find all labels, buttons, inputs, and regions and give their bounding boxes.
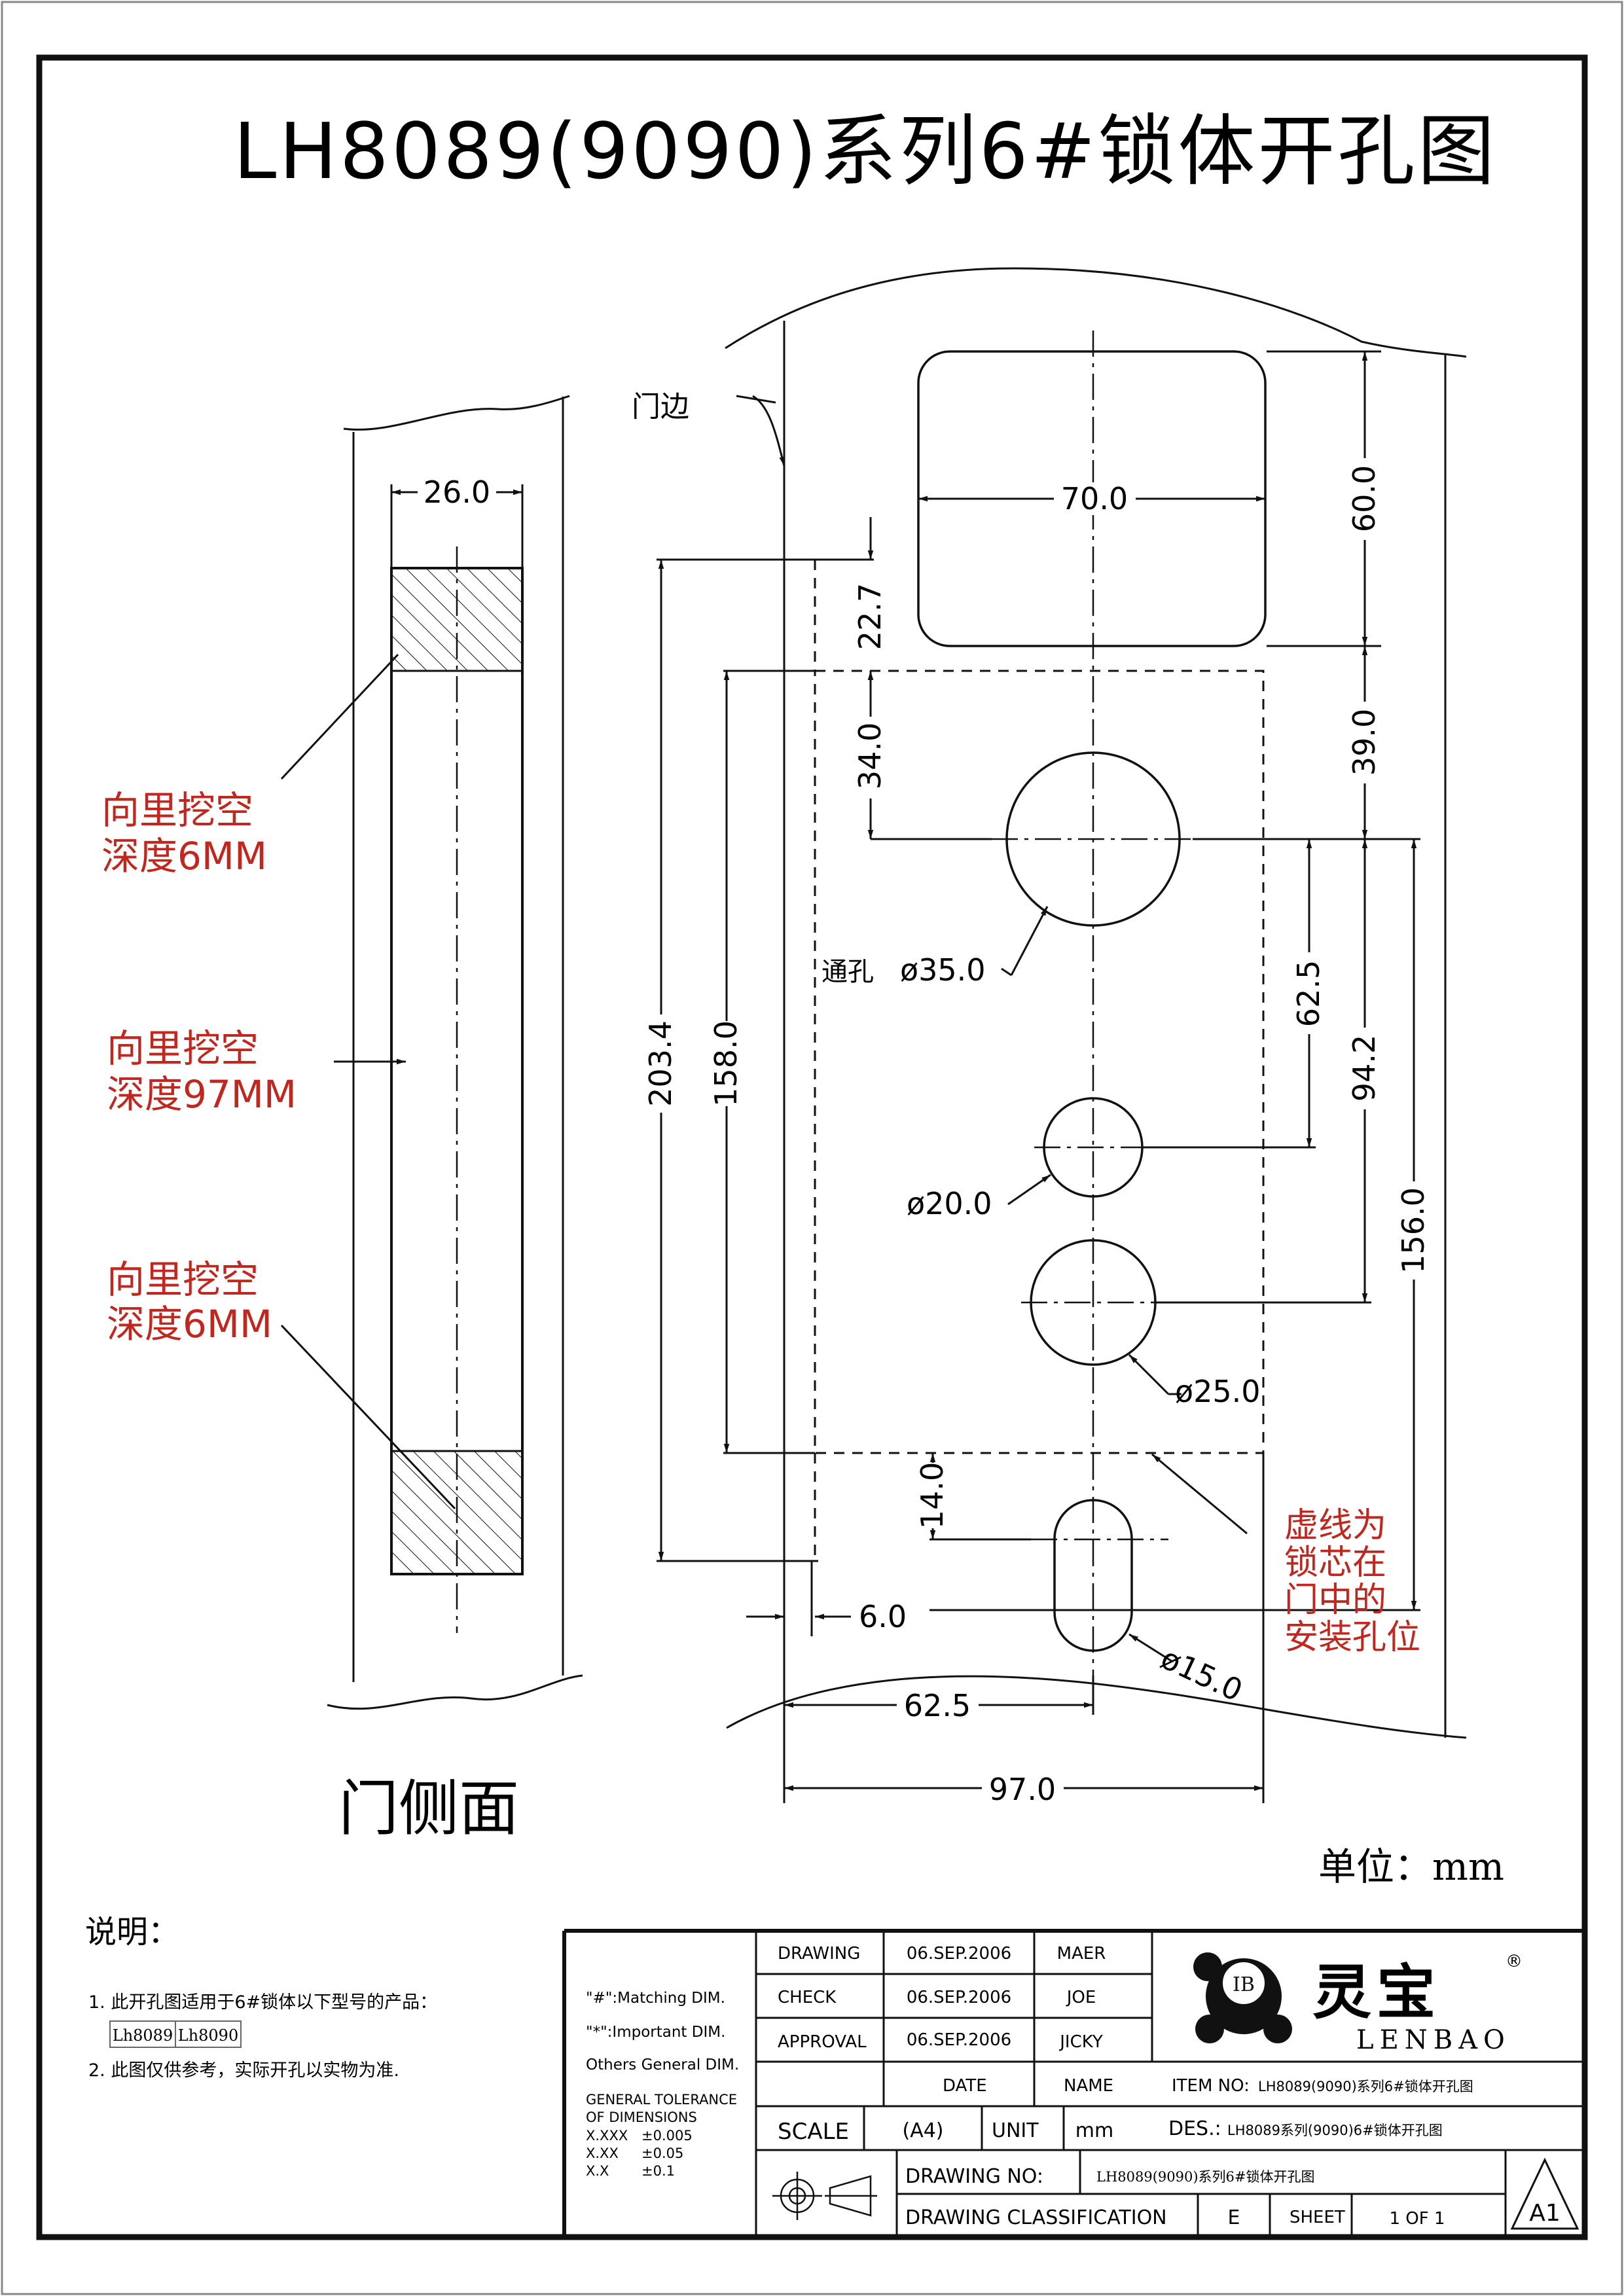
row-approval-date: 06.SEP.2006	[907, 2030, 1011, 2050]
notes-heading: 说明：	[85, 1914, 179, 1950]
dim-97: 97.0	[989, 1772, 1056, 1807]
drawing-no-label: DRAWING NO:	[905, 2165, 1043, 2188]
side-note-3-line2: 深度6MM	[107, 1302, 272, 1346]
dim-rect-width: 70.0	[1061, 481, 1128, 516]
logo-initials: IB	[1233, 1973, 1255, 1996]
dim-hole-25: ø25.0	[1175, 1374, 1261, 1409]
row-check-date: 06.SEP.2006	[907, 1988, 1011, 2007]
projection-symbol-icon	[772, 2172, 877, 2220]
dim-hole-35: ø35.0	[900, 952, 986, 988]
dim-rect-height: 60.0	[1346, 465, 1382, 532]
row-approval-label: APPROVAL	[778, 2032, 867, 2052]
dim-34: 34.0	[852, 723, 888, 789]
title-block	[562, 1929, 1585, 2237]
des-label: DES.:	[1168, 2117, 1221, 2140]
model-2: Lh8090	[178, 2026, 238, 2045]
side-width-dim: 26.0	[424, 475, 490, 510]
model-1: Lh8089	[113, 2026, 173, 2045]
name-header: NAME	[1064, 2076, 1113, 2096]
scale-label: SCALE	[778, 2119, 849, 2145]
frame-border	[36, 54, 1588, 2240]
notes-item-1: 1. 此开孔图适用于6#锁体以下型号的产品：	[88, 1992, 437, 2013]
size-code: A1	[1529, 2200, 1561, 2227]
row-check-name: JOE	[1066, 1988, 1096, 2007]
legend-important: "*":Important DIM.	[586, 2024, 725, 2041]
classification-value: E	[1228, 2206, 1240, 2229]
units-label: 单位：mm	[1318, 1844, 1504, 1889]
drawing-no-value: LH8089(9090)系列6#锁体开孔图	[1096, 2169, 1315, 2185]
dashed-note-3: 门中的	[1284, 1581, 1386, 1620]
dashed-note-1: 虚线为	[1284, 1506, 1386, 1545]
page-title: LH8089(9090)系列6#锁体开孔图	[233, 106, 1497, 196]
size-triangle-icon	[1510, 2157, 1579, 2230]
dim-22-7: 22.7	[852, 583, 888, 650]
dim-94-2: 94.2	[1346, 1035, 1382, 1102]
des-value: LH8089系列(9090)6#锁体开孔图	[1227, 2123, 1443, 2138]
edge-label: 门边	[632, 390, 689, 423]
dim-203-4: 203.4	[643, 1020, 678, 1107]
side-view-label: 门侧面	[338, 1774, 519, 1844]
tol-key-1: X.XXX	[586, 2128, 628, 2144]
item-no-label: ITEM NO:	[1172, 2076, 1250, 2096]
dim-62-5-h: 62.5	[904, 1688, 971, 1723]
unit-label: UNIT	[992, 2119, 1039, 2142]
dashed-note-2: 锁芯在	[1284, 1543, 1386, 1583]
logo: IB	[1193, 1952, 1292, 2043]
side-note-2-line1: 向里挖空	[107, 1026, 259, 1071]
sheet-label: SHEET	[1290, 2208, 1345, 2227]
dashed-note-4: 安装孔位	[1284, 1618, 1420, 1657]
hole-label-prefix: 通孔	[821, 957, 874, 987]
row-drawing-date: 06.SEP.2006	[907, 1944, 1011, 1964]
row-drawing-label: DRAWING	[778, 1944, 860, 1964]
model-box-2	[175, 2020, 242, 2048]
row-approval-name: JICKY	[1058, 2032, 1103, 2052]
tol-key-2: X.XX	[586, 2145, 619, 2161]
tol-val-2: ±0.05	[641, 2145, 683, 2161]
date-header: DATE	[943, 2076, 987, 2096]
notes-item-2: 2. 此图仅供参考，实际开孔以实物为准.	[88, 2060, 399, 2081]
brand-registered: ®	[1506, 1952, 1523, 1971]
scale-value: (A4)	[902, 2119, 943, 2142]
dim-hole-20: ø20.0	[907, 1186, 992, 1221]
legend-general: Others General DIM.	[586, 2056, 739, 2073]
side-view	[280, 395, 583, 1710]
slot-15	[1053, 1499, 1133, 1652]
row-drawing-name: MAER	[1057, 1944, 1106, 1964]
dim-156: 156.0	[1396, 1187, 1431, 1274]
dim-39: 39.0	[1346, 709, 1382, 776]
tol-key-3: X.X	[586, 2163, 609, 2179]
legend-matching: "#":Matching DIM.	[586, 1990, 725, 2007]
dim-14: 14.0	[914, 1462, 950, 1529]
item-no-value: LH8089(9090)系列6#锁体开孔图	[1258, 2079, 1473, 2094]
side-note-1-line1: 向里挖空	[101, 788, 253, 833]
side-note-3-line1: 向里挖空	[107, 1257, 259, 1302]
side-note-1-line2: 深度6MM	[101, 834, 267, 878]
tol-val-3: ±0.1	[641, 2163, 675, 2179]
dim-62-5-v: 62.5	[1291, 960, 1326, 1027]
row-check-label: CHECK	[778, 1988, 837, 2007]
tolerance-title-2: OF DIMENSIONS	[586, 2109, 697, 2125]
dim-6: 6.0	[859, 1599, 907, 1634]
side-width-dim-bg	[418, 475, 496, 508]
front-view	[657, 267, 1467, 1803]
tolerance-title-1: GENERAL TOLERANCE	[586, 2092, 737, 2108]
brand-cn: 灵宝	[1312, 1958, 1441, 2027]
brand-en: LENBAO	[1356, 2025, 1511, 2055]
unit-value: mm	[1075, 2119, 1113, 2142]
sheet-value: 1 OF 1	[1389, 2209, 1445, 2229]
tol-val-1: ±0.005	[641, 2128, 693, 2144]
dim-158: 158.0	[708, 1020, 744, 1107]
front-dim-labels: 70.0 60.0 39.0 62.5 94.2 156.0 22.7 34.0…	[632, 390, 1432, 1807]
classification-label: DRAWING CLASSIFICATION	[905, 2206, 1167, 2229]
side-note-2-line2: 深度97MM	[107, 1072, 297, 1117]
